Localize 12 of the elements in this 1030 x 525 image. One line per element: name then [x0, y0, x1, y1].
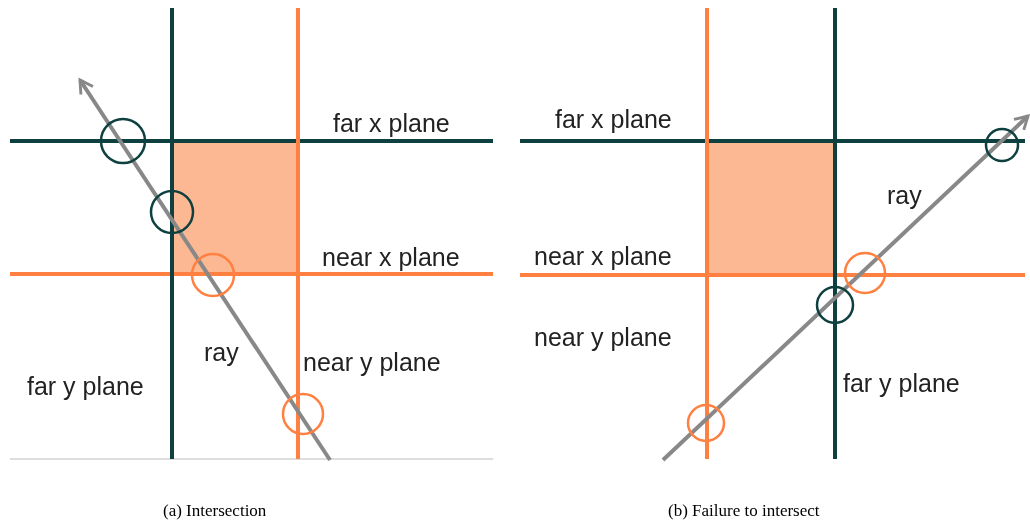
- plane-label: far y plane: [27, 374, 144, 399]
- plane-label: far x plane: [333, 111, 450, 136]
- plane-label: far y plane: [843, 371, 960, 396]
- plane-label: near y plane: [303, 350, 441, 375]
- plane-label: near x plane: [534, 244, 672, 269]
- figure-caption: (b) Failure to intersect: [668, 502, 820, 519]
- plane-label: near y plane: [534, 325, 672, 350]
- plane-label: far x plane: [555, 107, 672, 132]
- plane-label: ray: [887, 183, 922, 208]
- plane-label: near x plane: [322, 245, 460, 270]
- figure-caption: (a) Intersection: [163, 502, 267, 519]
- plane-label: ray: [204, 340, 239, 365]
